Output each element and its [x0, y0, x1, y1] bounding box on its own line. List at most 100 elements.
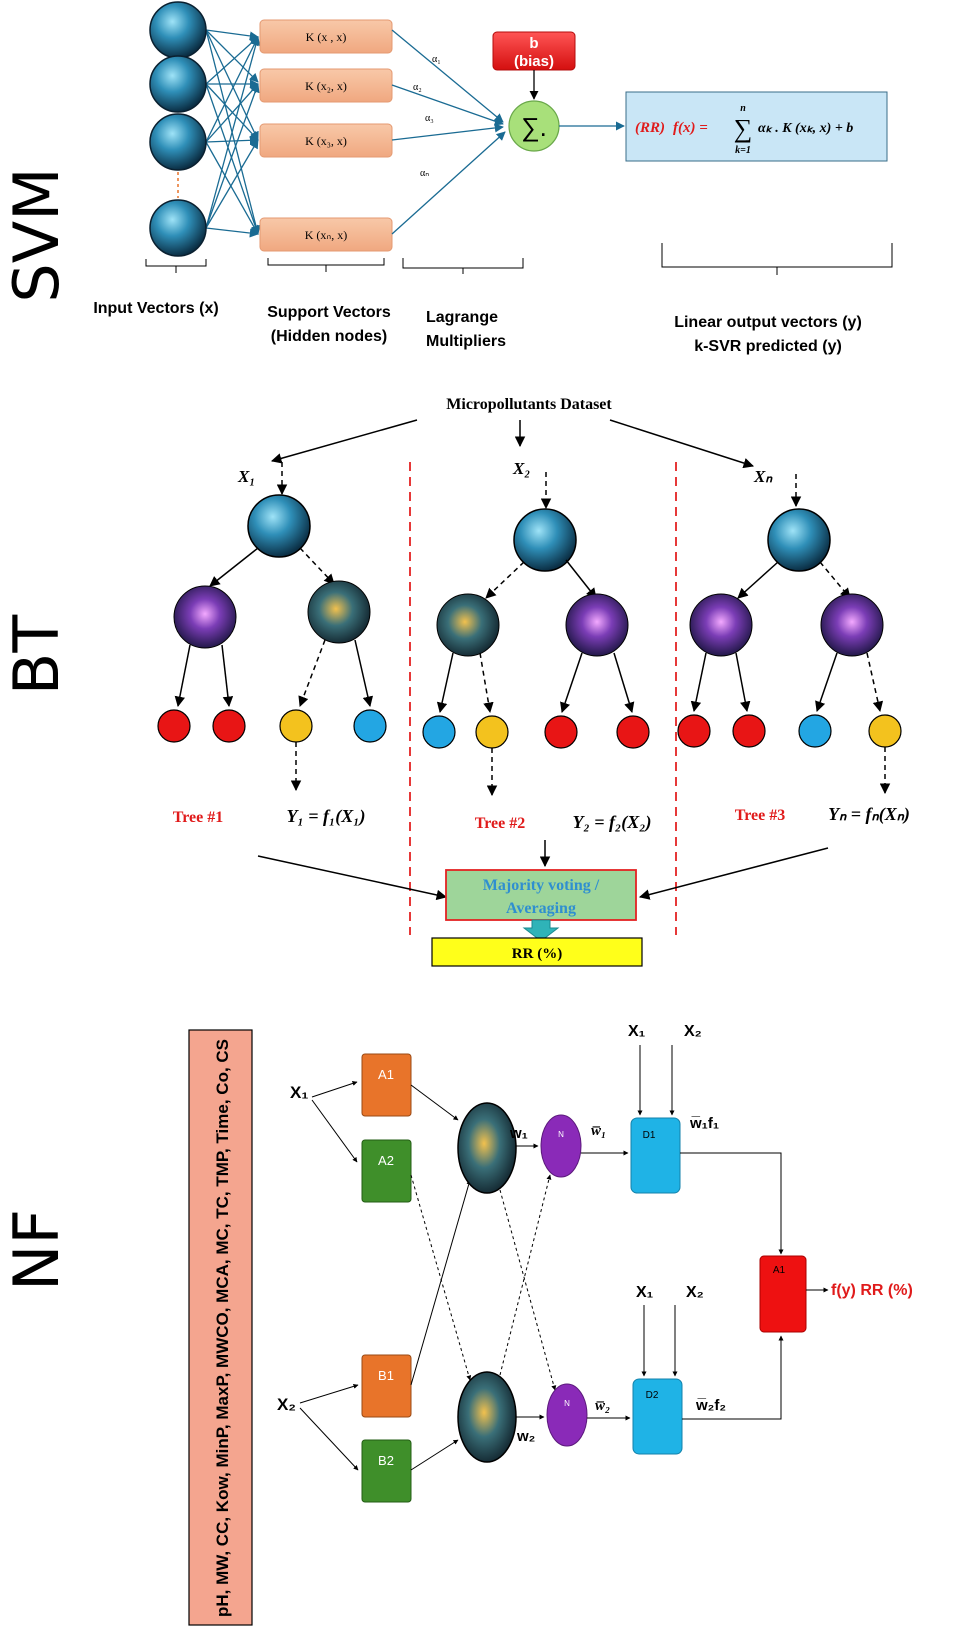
svm-input-vectors [149, 1, 207, 257]
kernel-label: K (x₂, x) [305, 79, 347, 93]
alpha-label: αₙ [420, 168, 429, 179]
d2-input-x1: X₁ [636, 1284, 654, 1301]
bt-section-label: BT [0, 614, 73, 696]
input-vectors-label: Input Vectors (x) [93, 300, 218, 317]
normalization-node [540, 1114, 582, 1178]
tree-input-label: X₂ [512, 459, 530, 478]
d1-input-x2: X₂ [684, 1023, 702, 1040]
leaf-node [732, 714, 766, 748]
kernel-label: K (x₃, x) [305, 134, 347, 148]
formula-sum-sign: ∑ [734, 114, 753, 143]
tree-input-label: X₁ [237, 467, 255, 486]
svm-section-label: SVM [0, 167, 73, 302]
kernel-box [259, 123, 393, 158]
dataset-arrow-left [270, 419, 418, 464]
alpha-label: α₁ [432, 54, 441, 65]
rule-node [457, 1371, 517, 1463]
fuzzy-label: B1 [378, 1368, 394, 1383]
fuzzy-label: B2 [378, 1453, 394, 1468]
d2-label: D2 [646, 1390, 659, 1401]
input-vector-node [149, 1, 207, 59]
defuzz-node-d1 [630, 1117, 681, 1194]
norm-label: N [564, 1399, 570, 1408]
dataset-label: Micropollutants Dataset [446, 396, 612, 413]
tree-name: Tree #1 [173, 809, 224, 826]
fuzzy-set-a2 [361, 1139, 412, 1203]
alpha-label: α₃ [425, 113, 434, 124]
leaf-node [798, 714, 832, 748]
svm-input-connections [205, 29, 261, 238]
support-vectors-label: Support Vectors [267, 304, 391, 321]
kernel-box [259, 19, 393, 54]
input-vector-node [149, 55, 207, 113]
lagrange-label: Lagrange [426, 309, 498, 326]
tree-output: Y₂ = f₂(X₂) [572, 812, 651, 833]
rule-node [457, 1102, 517, 1194]
formula-sum-top: n [740, 103, 746, 114]
tree-branch-node [436, 593, 500, 657]
multipliers-label: Multipliers [426, 333, 506, 350]
weight-w2: w₂ [516, 1428, 535, 1445]
tree-output: Y₁ = f₁(X₁) [286, 806, 365, 827]
tree1-to-vote-arrow [257, 855, 448, 901]
leaf-node [616, 715, 650, 749]
leaf-node [422, 715, 456, 749]
tree-root-node [767, 508, 831, 572]
fuzzy-set-b2 [361, 1439, 412, 1503]
tree-root-node [513, 508, 577, 572]
normalized-weight-1: w̅₁ [591, 1123, 606, 1139]
nf-section-label: NF [0, 1209, 73, 1291]
normalized-weight-2: w̅₂ [595, 1398, 610, 1414]
tree-output: Yₙ = fₙ(Xₙ) [828, 804, 910, 825]
formula-lhs: (RR) [635, 120, 665, 136]
tree-branch-node [820, 593, 884, 657]
bt-section: BT Micropollutants Dataset X₁ X₂ Xₙ [0, 396, 910, 967]
tree-branch-node [689, 593, 753, 657]
vote-label-line1: Majority voting / [483, 877, 600, 894]
dataset-arrow-right [609, 419, 754, 469]
nf-section: NF pH, MW, CC, Kow, MinP, MaxP, MWCO, MC… [0, 1023, 913, 1626]
rr-output-box [431, 937, 643, 967]
d1-label: D1 [643, 1130, 656, 1141]
alpha-label: α₂ [413, 82, 422, 93]
vote-label-line2: Averaging [506, 900, 576, 917]
formula-rhs: αₖ . K (xₖ, x) + b [758, 121, 853, 136]
defuzz-node-d2 [632, 1378, 683, 1455]
tree-branch-node [173, 585, 237, 649]
hidden-nodes-label: (Hidden nodes) [271, 328, 387, 345]
input-vector-node [149, 199, 207, 257]
nf-input-x2: X₂ [277, 1395, 296, 1414]
leaf-node [279, 709, 313, 743]
tree3-to-vote-arrow [638, 847, 829, 900]
linear-output-label: Linear output vectors (y) [674, 314, 862, 331]
input-vector-node [149, 113, 207, 171]
leaf-node [544, 715, 578, 749]
svm-lagrange-connections [391, 29, 506, 235]
normalization-node [546, 1383, 588, 1447]
svm-kernels: K (x , x) K (x₂, x) K (x₃, x) K (xₙ, x) [259, 19, 393, 252]
formula-fx: f(x) = [673, 120, 708, 136]
nf-input-x1: X₁ [290, 1083, 308, 1102]
tree-name: Tree #2 [475, 815, 526, 832]
fuzzy-set-b1 [361, 1354, 412, 1418]
rule-output-2: w̅₂f₂ [695, 1397, 726, 1414]
bias-sublabel: (bias) [514, 53, 554, 70]
tree-input-label: Xₙ [753, 467, 773, 486]
rule-output-1: w̅₁f₁ [689, 1115, 719, 1132]
aggregation-node [759, 1255, 807, 1333]
agg-label: A1 [773, 1265, 786, 1276]
fuzzy-label: A1 [378, 1067, 394, 1082]
kernel-label: K (x , x) [306, 30, 347, 44]
weight-w1: w₁ [509, 1125, 528, 1142]
leaf-node [212, 709, 246, 743]
input-parameters-box [188, 1029, 253, 1626]
leaf-node [868, 714, 902, 748]
kernel-label: K (xₙ, x) [305, 228, 347, 242]
d1-input-x1: X₁ [628, 1023, 646, 1040]
tree-leaves [157, 709, 902, 749]
svm-alphas: α₁ α₂ α₃ αₙ [413, 54, 441, 179]
fuzzy-set-a1 [361, 1053, 412, 1117]
bias-label: b [529, 35, 538, 52]
sum-symbol: ∑. [521, 112, 547, 142]
